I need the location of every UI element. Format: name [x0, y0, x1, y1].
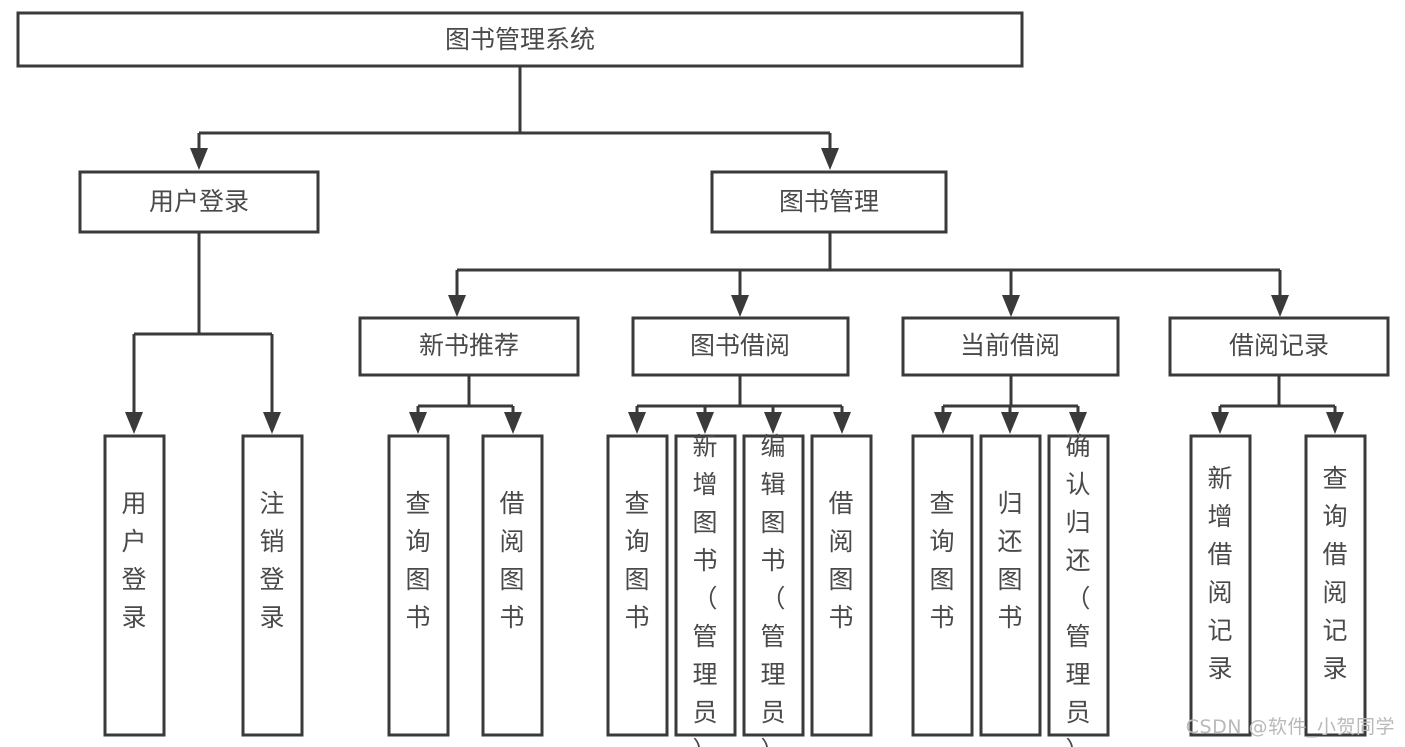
node-user-login[interactable]: 用户登录	[78, 170, 320, 234]
leaf-label: 确认归还（管理员）	[1065, 432, 1090, 747]
leaf-box[interactable]	[241, 434, 304, 737]
arrow-root-to-book-manage	[821, 148, 839, 170]
arrow-book-borrow-leaf-4	[833, 412, 851, 434]
leaf-label: 归还图书	[997, 489, 1022, 632]
leaf-label: 借阅图书	[828, 489, 853, 632]
book-manage-label: 图书管理	[779, 187, 879, 216]
leaf-current-borrow-2[interactable]: 归还图书	[979, 434, 1042, 737]
leaf-box[interactable]	[810, 434, 873, 737]
leaf-box[interactable]	[979, 434, 1042, 737]
leaf-box[interactable]	[387, 434, 450, 737]
borrow-record-box[interactable]	[1168, 316, 1390, 377]
leaf-label: 借阅图书	[499, 489, 524, 632]
new-book-recommend-label: 新书推荐	[419, 331, 519, 360]
arrow-new-book-leaf-2	[504, 412, 522, 434]
arrow-current-borrow-leaf-1	[934, 412, 952, 434]
leaf-borrow-record-2[interactable]: 查询借阅记录	[1304, 434, 1367, 737]
leaf-label: 新增图书（管理员）	[692, 432, 717, 747]
book-borrow-label: 图书借阅	[690, 331, 790, 360]
leaf-box[interactable]	[1189, 434, 1252, 737]
leaf-book-borrow-2[interactable]: 新增图书（管理员）	[674, 432, 737, 747]
leaf-box[interactable]	[481, 434, 544, 737]
node-borrow-record[interactable]: 借阅记录	[1168, 316, 1390, 377]
user-login-label: 用户登录	[149, 187, 249, 216]
arrow-book-borrow-leaf-3	[764, 412, 782, 434]
leaf-label: 注销登录	[259, 489, 284, 632]
node-root[interactable]: 图书管理系统	[16, 11, 1024, 68]
leaf-label: 编辑图书（管理员）	[760, 432, 785, 747]
root-box[interactable]	[16, 11, 1024, 68]
arrow-user-login-leaf-2	[263, 412, 281, 434]
node-book-borrow[interactable]: 图书借阅	[631, 316, 850, 377]
arrow-root-to-user-login	[190, 148, 208, 170]
leaf-box[interactable]	[1304, 434, 1367, 737]
leaf-box[interactable]	[103, 434, 166, 737]
leaf-user-login-1[interactable]: 用户登录	[103, 434, 166, 737]
leaf-book-borrow-1[interactable]: 查询图书	[606, 434, 669, 737]
current-borrow-box[interactable]	[901, 316, 1120, 377]
arrow-to-book-borrow	[731, 295, 749, 317]
leaf-box[interactable]	[911, 434, 974, 737]
borrow-record-label: 借阅记录	[1229, 331, 1329, 360]
node-new-book-recommend[interactable]: 新书推荐	[358, 316, 580, 377]
leaf-borrow-record-1[interactable]: 新增借阅记录	[1189, 434, 1252, 737]
leaf-user-login-2[interactable]: 注销登录	[241, 434, 304, 737]
leaf-book-borrow-3[interactable]: 编辑图书（管理员）	[742, 432, 805, 747]
arrow-book-borrow-leaf-2	[696, 412, 714, 434]
leaf-label: 新增借阅记录	[1207, 464, 1232, 683]
arrow-to-new-book	[448, 295, 466, 317]
arrow-book-borrow-leaf-1	[628, 412, 646, 434]
arrow-user-login-leaf-1	[125, 412, 143, 434]
leaf-box[interactable]	[606, 434, 669, 737]
arrow-borrow-record-leaf-2	[1326, 412, 1344, 434]
leaf-new-book-1[interactable]: 查询图书	[387, 434, 450, 737]
arrow-to-current-borrow	[1002, 295, 1020, 317]
book-manage-box[interactable]	[710, 170, 948, 234]
leaf-label: 查询图书	[624, 489, 649, 632]
leaf-current-borrow-3[interactable]: 确认归还（管理员）	[1047, 432, 1110, 747]
node-current-borrow[interactable]: 当前借阅	[901, 316, 1120, 377]
root-label: 图书管理系统	[445, 25, 595, 54]
leaf-box[interactable]	[742, 434, 805, 737]
user-login-box[interactable]	[78, 170, 320, 234]
leaf-new-book-2[interactable]: 借阅图书	[481, 434, 544, 737]
leaf-label: 用户登录	[121, 489, 146, 632]
current-borrow-label: 当前借阅	[960, 331, 1060, 360]
leaf-book-borrow-4[interactable]: 借阅图书	[810, 434, 873, 737]
arrow-to-borrow-record	[1271, 295, 1289, 317]
book-borrow-box[interactable]	[631, 316, 850, 377]
leaf-current-borrow-1[interactable]: 查询图书	[911, 434, 974, 737]
leaf-label: 查询借阅记录	[1322, 464, 1347, 683]
leaf-label: 查询图书	[405, 489, 430, 632]
leaf-label: 查询图书	[929, 489, 954, 632]
csdn-watermark: CSDN @软件_小贺同学	[1185, 716, 1395, 738]
leaf-box[interactable]	[674, 434, 737, 737]
leaf-box[interactable]	[1047, 434, 1110, 737]
node-book-manage[interactable]: 图书管理	[710, 170, 948, 234]
arrow-current-borrow-leaf-2	[1001, 412, 1019, 434]
connector-layer	[125, 66, 1344, 434]
new-book-recommend-box[interactable]	[358, 316, 580, 377]
arrow-new-book-leaf-1	[409, 412, 427, 434]
arrow-current-borrow-leaf-3	[1069, 412, 1087, 434]
arrow-borrow-record-leaf-1	[1211, 412, 1229, 434]
